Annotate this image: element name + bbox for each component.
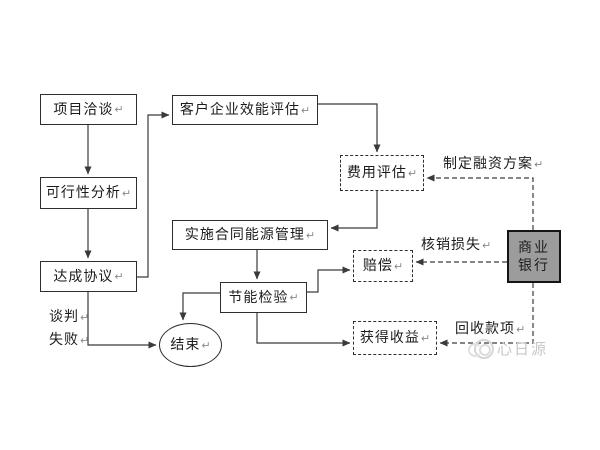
watermark-logo-icon bbox=[468, 338, 494, 359]
edge-label-text: 回收款项 bbox=[455, 321, 515, 337]
node-label-line2: 银行 bbox=[518, 257, 550, 274]
node-label: 达成协议 bbox=[53, 268, 114, 285]
enter-mark-icon: ↵ bbox=[393, 259, 404, 273]
edge-inspection-to-end bbox=[179, 292, 220, 321]
edge-agreement-to-customer-eval bbox=[137, 111, 170, 278]
enter-mark-icon: ↵ bbox=[114, 103, 124, 116]
enter-mark-icon: ↵ bbox=[201, 338, 211, 352]
edge-inspection-to-income bbox=[256, 313, 351, 347]
node-obtain-income: 获得收益↵ bbox=[353, 321, 437, 355]
edge-label-text: 核销损失 bbox=[421, 237, 481, 253]
node-energy-saving-inspection: 节能检验↵ bbox=[220, 282, 307, 313]
node-cost-evaluation: 费用评估↵ bbox=[340, 155, 424, 191]
node-label: 获得收益 bbox=[359, 330, 420, 346]
enter-mark-icon: ↵ bbox=[300, 103, 311, 117]
node-label: 节能检验 bbox=[228, 289, 289, 306]
enter-mark-icon: ↵ bbox=[289, 291, 299, 304]
enter-mark-icon: ↵ bbox=[534, 158, 544, 171]
node-implement-contract-energy-management: 实施合同能源管理↵ bbox=[172, 220, 328, 250]
node-label: 客户企业效能评估 bbox=[179, 102, 300, 118]
node-customer-efficiency-evaluation: 客户企业效能评估↵ bbox=[172, 95, 318, 125]
edge-label-negotiation-fail: 谈判↵ 失败↵ bbox=[49, 306, 89, 352]
node-end: 结束↵ bbox=[159, 323, 222, 367]
node-label-line1: 商业 bbox=[518, 239, 550, 256]
node-label: 可行性分析 bbox=[45, 185, 121, 201]
node-label: 费用评估 bbox=[346, 165, 407, 181]
node-project-negotiation: 项目洽谈↵ bbox=[40, 94, 137, 125]
enter-mark-icon: ↵ bbox=[482, 239, 492, 252]
watermark-text: 心日源 bbox=[497, 340, 549, 358]
node-label: 赔偿 bbox=[362, 258, 393, 274]
edge-agreement-fail-to-end bbox=[87, 292, 157, 349]
enter-mark-icon: ↵ bbox=[516, 323, 526, 336]
watermark: 心日源 bbox=[468, 338, 549, 359]
node-commercial-bank: 商业 银行 bbox=[507, 230, 561, 283]
enter-mark-icon: ↵ bbox=[114, 270, 124, 283]
enter-mark-icon: ↵ bbox=[305, 228, 316, 242]
node-label: 结束 bbox=[170, 337, 201, 353]
enter-mark-icon: ↵ bbox=[80, 334, 90, 347]
edge-label-text: 谈判 bbox=[49, 309, 79, 325]
edge-label-write-off-loss: 核销损失↵ bbox=[421, 238, 491, 252]
enter-mark-icon: ↵ bbox=[407, 166, 418, 180]
node-compensation: 赔偿↵ bbox=[353, 250, 413, 282]
node-label: 项目洽谈 bbox=[53, 101, 114, 118]
enter-mark-icon: ↵ bbox=[121, 186, 132, 200]
enter-mark-icon: ↵ bbox=[420, 331, 431, 345]
node-feasibility-analysis: 可行性分析↵ bbox=[40, 177, 137, 209]
edge-customer-eval-to-cost-eval bbox=[318, 103, 381, 153]
edge-label-text: 制定融资方案 bbox=[443, 156, 533, 172]
edge-label-make-financing-plan: 制定融资方案↵ bbox=[443, 157, 543, 171]
edge-cost-eval-to-emc bbox=[330, 191, 378, 232]
enter-mark-icon: ↵ bbox=[80, 311, 90, 324]
node-label: 实施合同能源管理 bbox=[184, 227, 305, 243]
node-reach-agreement: 达成协议↵ bbox=[40, 261, 137, 292]
edge-label-recover-payment: 回收款项↵ bbox=[455, 322, 525, 336]
edge-inspection-to-compensation bbox=[307, 266, 351, 293]
edge-bank-to-cost-eval-dashed bbox=[426, 174, 534, 230]
edge-label-text: 失败 bbox=[49, 332, 79, 348]
